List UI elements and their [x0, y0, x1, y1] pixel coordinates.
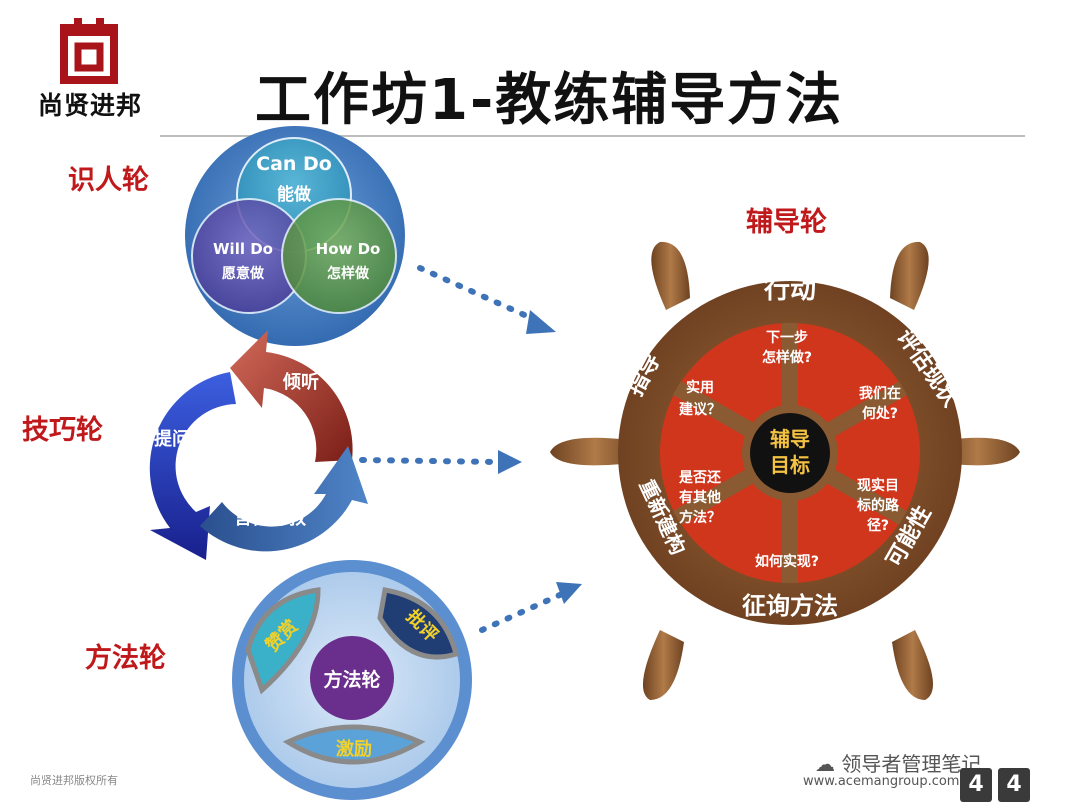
outer-action-label: 行动	[763, 274, 816, 305]
wechat-watermark: ☁ 领导者管理笔记	[815, 748, 981, 777]
method-center-circle	[310, 636, 394, 720]
handle-bottom-right	[892, 630, 933, 700]
venn-how-do-en: How Do	[316, 240, 381, 258]
inner-next-l1: 下一步	[766, 329, 808, 346]
arrow-bottom-head	[556, 582, 582, 604]
handle-bottom-left	[642, 630, 684, 700]
label-fudao-wheel: 辅导轮	[746, 207, 827, 238]
coaching-wheel: 辅导 目标 下一步 怎样做? 我们在 何处? 现实目 标的路 径? 如何实现? …	[550, 241, 1020, 700]
label-fangfa-wheel: 方法轮	[85, 643, 166, 674]
handle-top-left	[651, 241, 690, 310]
arrow-top-head	[526, 310, 556, 334]
venn-diagram: Can Do 能做 Will Do 愿意做 How Do 怎样做	[185, 126, 405, 346]
page-title: 工作坊1-教练辅导方法	[255, 68, 844, 133]
page-number-2: 4	[998, 768, 1030, 802]
cycle-listen-arrow	[230, 330, 353, 462]
handle-left	[550, 437, 640, 466]
label-shiren-wheel: 识人轮	[68, 165, 149, 196]
wechat-account-name: 领导者管理笔记	[841, 752, 982, 776]
inner-advice-l2: 建议？	[679, 401, 721, 418]
venn-will-do-cn: 愿意做	[222, 265, 265, 282]
inner-other-l3: 方法？	[679, 509, 721, 526]
page-number-1: 4	[960, 768, 992, 802]
method-wheel: 方法轮 赞赏 批评 激励	[232, 560, 472, 800]
wheel-center-line1: 辅导	[770, 427, 810, 451]
method-critique-petal	[377, 587, 460, 660]
cycle-model-label: 言传身教	[234, 507, 307, 529]
wheel-center-line2: 目标	[770, 453, 810, 477]
inner-path-l3: 径?	[867, 517, 889, 534]
inner-next-l2: 怎样做?	[762, 349, 812, 366]
arrow-bottom-line	[479, 591, 565, 633]
venn-can-do-en: Can Do	[256, 153, 332, 175]
wheel-hub	[750, 413, 830, 493]
title-divider	[160, 135, 1025, 137]
method-center-label: 方法轮	[323, 668, 380, 691]
venn-how-do-circle	[281, 198, 397, 314]
venn-can-do-cn: 能做	[277, 184, 312, 205]
wechat-icon: ☁	[815, 752, 842, 776]
label-jiqiao-wheel: 技巧轮	[22, 415, 103, 446]
venn-how-do-cn: 怎样做	[327, 265, 370, 282]
cycle-listen-label: 倾听	[282, 371, 319, 393]
cycle-ask-arrow	[149, 372, 236, 560]
arrow-mid-head	[498, 450, 522, 474]
handle-top-right	[890, 241, 929, 310]
inner-path-l2: 标的路	[856, 497, 900, 514]
inner-other-l1: 是否还	[679, 469, 722, 486]
arrow-top-line	[417, 265, 543, 325]
inner-how: 如何实现?	[755, 553, 819, 570]
method-praise-petal	[245, 587, 321, 695]
logo-text: 尚贤进邦	[37, 91, 142, 120]
cycle-diagram: 倾听 提问 言传身教	[149, 330, 368, 560]
footer-copyright: 尚贤进邦版权所有	[30, 774, 118, 787]
connector-arrows	[359, 265, 582, 633]
method-motivate-label: 激励	[336, 738, 372, 760]
logo-mark-icon	[60, 18, 118, 84]
arrow-mid-line	[359, 457, 503, 465]
outer-explore-label: 征询方法	[742, 592, 838, 620]
method-motivate-petal	[282, 724, 426, 765]
inner-where-l1: 我们在	[859, 385, 901, 402]
inner-other-l2: 有其他	[679, 489, 721, 506]
cycle-ask-label: 提问	[154, 428, 190, 450]
cycle-model-arrow	[200, 446, 368, 552]
venn-will-do-en: Will Do	[213, 240, 273, 258]
inner-advice-l1: 实用	[686, 379, 714, 396]
footer-url: www.acemangroup.com	[803, 774, 960, 789]
inner-where-l2: 何处?	[862, 405, 898, 422]
inner-path-l1: 现实目	[857, 477, 899, 494]
